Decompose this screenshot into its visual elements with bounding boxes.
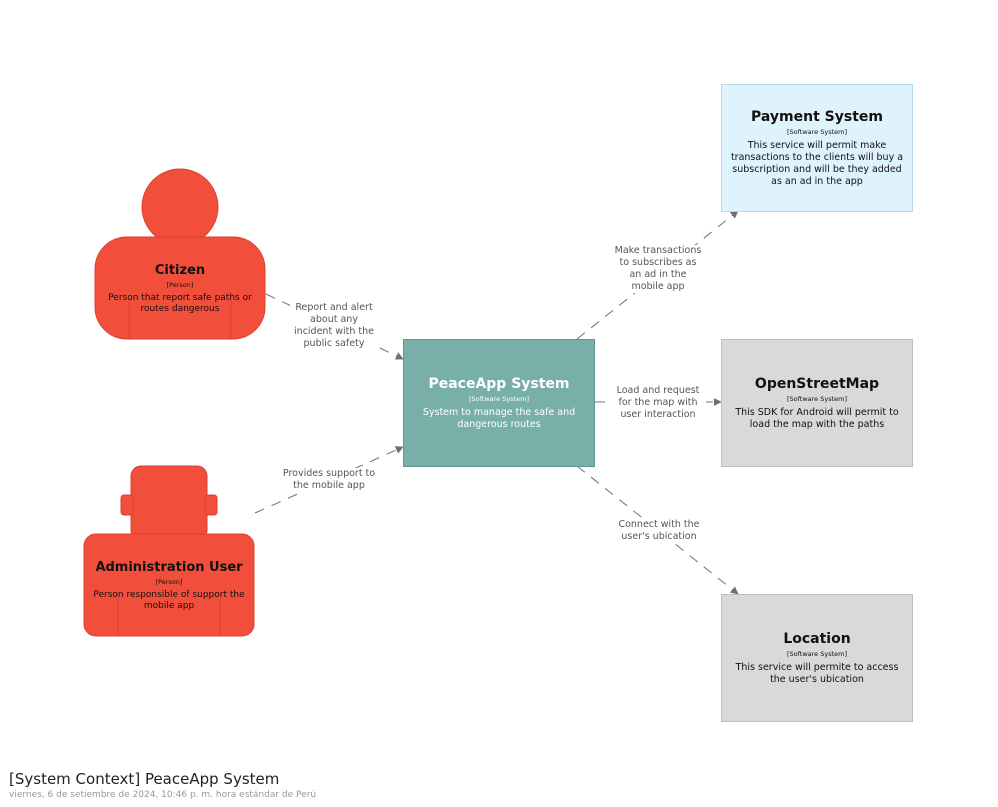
edge-label-peaceapp-location: Connect with the user's ubication bbox=[612, 519, 706, 543]
citizen-node[interactable]: Citizen [Person] Person that report safe… bbox=[100, 263, 260, 315]
edge-label-peaceapp-osm: Load and request for the map with user i… bbox=[610, 385, 706, 421]
admin-description: Person responsible of support the mobile… bbox=[93, 590, 245, 611]
peaceapp-type: [Software System] bbox=[468, 394, 530, 403]
openstreetmap-node[interactable]: OpenStreetMap [Software System] This SDK… bbox=[721, 339, 913, 467]
citizen-title: Citizen bbox=[154, 263, 206, 278]
payment-title: Payment System bbox=[751, 108, 883, 125]
payment-type: [Software System] bbox=[786, 127, 848, 136]
openstreetmap-description: This SDK for Android will permit to load… bbox=[735, 406, 899, 430]
admin-node[interactable]: Administration User [Person] Person resp… bbox=[89, 560, 249, 612]
openstreetmap-title: OpenStreetMap bbox=[754, 375, 880, 392]
payment-system-node[interactable]: Payment System [Software System] This se… bbox=[721, 84, 913, 212]
peaceapp-title: PeaceApp System bbox=[428, 375, 570, 392]
location-node[interactable]: Location [Software System] This service … bbox=[721, 594, 913, 722]
admin-robot-shape[interactable] bbox=[83, 465, 255, 637]
peaceapp-system-node[interactable]: PeaceApp System [Software System] System… bbox=[403, 339, 595, 467]
location-title: Location bbox=[783, 630, 851, 647]
edge-label-admin-peaceapp: Provides support to the mobile app bbox=[282, 468, 376, 492]
admin-type: [Person] bbox=[155, 578, 183, 586]
payment-description: This service will permit make transactio… bbox=[730, 139, 904, 187]
citizen-person-shape[interactable] bbox=[94, 168, 266, 340]
diagram-title: [System Context] PeaceApp System bbox=[9, 770, 280, 788]
admin-title: Administration User bbox=[95, 560, 243, 575]
openstreetmap-type: [Software System] bbox=[786, 394, 848, 403]
peaceapp-description: System to manage the safe and dangerous … bbox=[422, 406, 576, 430]
edge-peaceapp-payment bbox=[576, 210, 739, 340]
citizen-description: Person that report safe paths or routes … bbox=[108, 293, 252, 314]
edge-label-peaceapp-payment: Make transactions to subscribes as an ad… bbox=[613, 245, 703, 293]
location-description: This service will permite to access the … bbox=[735, 661, 899, 685]
citizen-type: [Person] bbox=[166, 281, 194, 289]
diagram-date: viernes, 6 de setiembre de 2024, 10:46 p… bbox=[9, 790, 317, 800]
location-type: [Software System] bbox=[786, 649, 848, 658]
edge-label-citizen-peaceapp: Report and alert about any incident with… bbox=[290, 302, 378, 350]
edge-peaceapp-location bbox=[576, 465, 739, 595]
